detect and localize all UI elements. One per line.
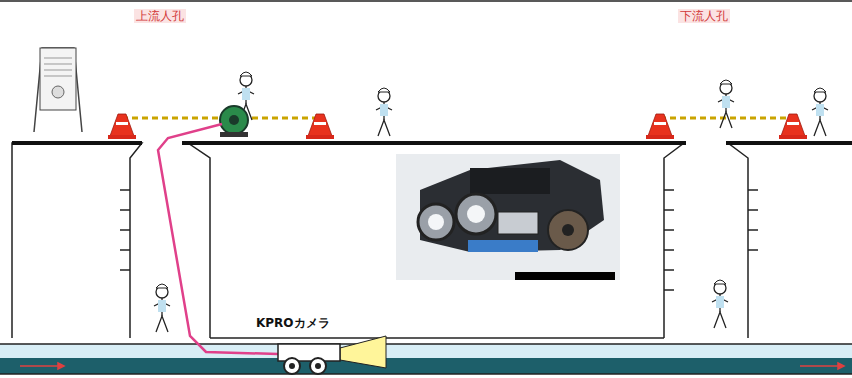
manhole-label: 上流人孔 xyxy=(134,9,186,23)
manhole-label: 下流人孔 xyxy=(678,9,730,23)
camera-label: KPROカメラ xyxy=(256,316,330,330)
